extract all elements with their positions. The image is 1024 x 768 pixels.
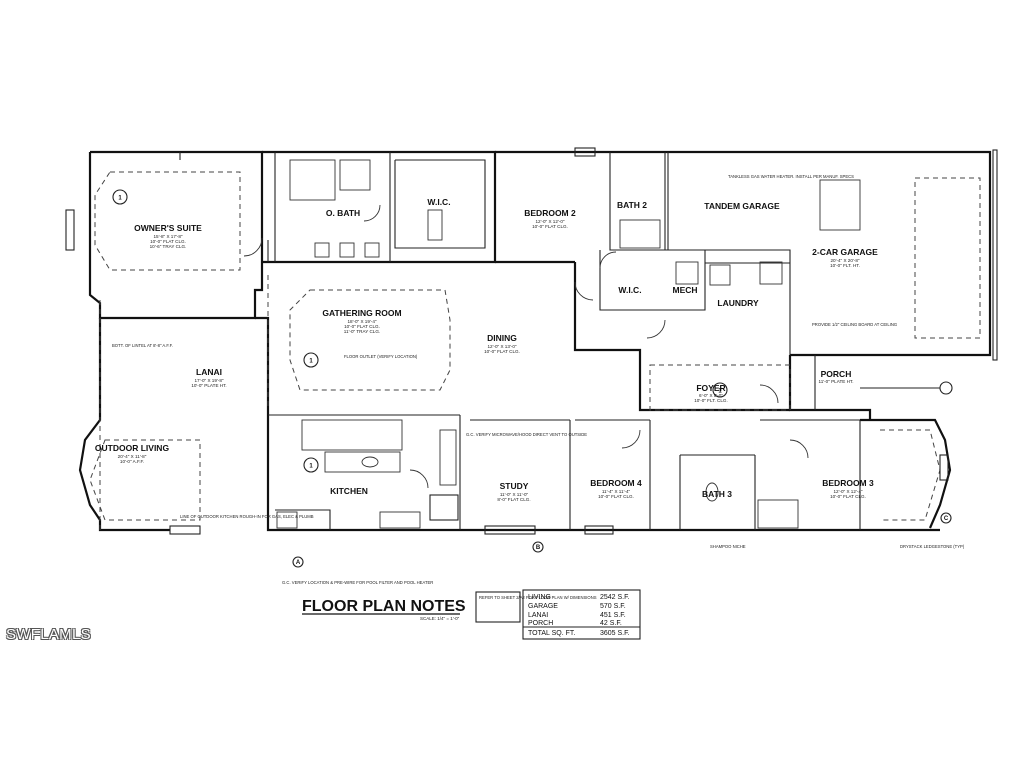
area-label-lanai: LANAI xyxy=(528,612,548,619)
microwave-note: G.C. VERIFY MICROWAVE/HOOD DIRECT VENT T… xyxy=(466,432,587,437)
windows xyxy=(65,147,949,535)
area-value-porch: 42 S.F. xyxy=(600,620,622,627)
area-label-living: LIVING xyxy=(528,594,551,601)
bedroom3-label: BEDROOM 3 xyxy=(822,478,874,488)
svg-text:10'-0" FLAT CLG.: 10'-0" FLAT CLG. xyxy=(484,349,520,354)
scale-text: SCALE: 1/4" = 1'-0" xyxy=(420,616,460,621)
area-value-lanai: 451 S.F. xyxy=(600,612,626,619)
floor-plan-title: FLOOR PLAN NOTES xyxy=(302,598,466,615)
svg-text:10'-0" FLAT CLG.: 10'-0" FLAT CLG. xyxy=(830,494,866,499)
area-total-label: TOTAL SQ. FT. xyxy=(528,630,575,637)
svg-text:20'-4" X 11'-8": 20'-4" X 11'-8" xyxy=(118,454,147,459)
lintel-note: BOTT. OF LINTEL AT 8'-8" A.F.F. xyxy=(112,343,173,348)
svg-text:10'-0" FLAT CLG.: 10'-0" FLAT CLG. xyxy=(150,239,186,244)
wic2-label: W.I.C. xyxy=(618,285,641,295)
tankless-note: TANKLESS GAS WATER HEATER. INSTALL PER M… xyxy=(728,174,854,179)
watermark-logo: SWFLAMLS xyxy=(6,626,91,643)
svg-text:10'-0" FLT. HT.: 10'-0" FLT. HT. xyxy=(830,263,860,268)
tandem-garage-label: TANDEM GARAGE xyxy=(704,201,780,211)
mech-label: MECH xyxy=(672,285,697,295)
bedroom2-label: BEDROOM 2 xyxy=(524,208,576,218)
room-labels: OWNER'S SUITE 15'-8" X 17'-8" 10'-0" FLA… xyxy=(95,197,878,502)
svg-text:10'-0" FLAT CLG.: 10'-0" FLAT CLG. xyxy=(344,324,380,329)
svg-text:12'-0" X 12'-4": 12'-0" X 12'-4" xyxy=(833,489,862,494)
door-swings xyxy=(243,204,809,489)
marker-a: A xyxy=(296,560,301,566)
bath3-label: BATH 3 xyxy=(702,489,732,499)
svg-text:17'-0" X 19'-8": 17'-0" X 19'-8" xyxy=(194,378,223,383)
dining-label: DINING xyxy=(487,333,517,343)
svg-text:11'-0" PLATE HT.: 11'-0" PLATE HT. xyxy=(818,379,853,384)
pool-note: G.C. VERIFY LOCATION & PRE-WIRE FOR POOL… xyxy=(282,580,433,585)
o-bath-label: O. BATH xyxy=(326,208,360,218)
svg-text:6'-0" X 8'-0": 6'-0" X 8'-0" xyxy=(699,393,723,398)
lanai-label: LANAI xyxy=(196,367,222,377)
svg-text:12'-0" X 13'-0": 12'-0" X 13'-0" xyxy=(487,344,516,349)
svg-text:18'-0" X 19'-4": 18'-0" X 19'-4" xyxy=(347,319,376,324)
floor-outlet-note: FLOOR OUTLET (VERIFY LOCATION) xyxy=(344,354,418,359)
svg-text:10'-0" PLATE HT.: 10'-0" PLATE HT. xyxy=(191,383,226,388)
svg-text:11'-0" TRAY CLG.: 11'-0" TRAY CLG. xyxy=(344,329,380,334)
svg-text:10'-0" FLT. CLG.: 10'-0" FLT. CLG. xyxy=(694,398,728,403)
svg-text:10'-0" FLAT CLG.: 10'-0" FLAT CLG. xyxy=(532,224,568,229)
foyer-label: FOYER xyxy=(696,383,725,393)
bedroom4-label: BEDROOM 4 xyxy=(590,478,642,488)
marker-1-owner: 1 xyxy=(118,196,122,202)
svg-text:15'-8" X 17'-8": 15'-8" X 17'-8" xyxy=(153,234,182,239)
svg-text:20'-4" X 20'-8": 20'-4" X 20'-8" xyxy=(830,258,859,263)
svg-text:10'-6" TRAY CLG.: 10'-6" TRAY CLG. xyxy=(150,244,187,249)
refer-note: REFER TO SHEET 2/A2 FOR FLOOR PLAN W/ DI… xyxy=(479,595,597,600)
marker-1-gathering: 1 xyxy=(309,359,313,365)
section-markers: 1 1 1 1 A B C xyxy=(112,189,953,568)
outdoor-kitchen-note: LINE OF OUTDOOR KITCHEN ROUGH-IN FOR GAS… xyxy=(180,514,314,519)
marker-1-foyer: 1 xyxy=(718,389,722,395)
marker-b: B xyxy=(536,545,541,551)
gathering-room-label: GATHERING ROOM xyxy=(322,308,401,318)
two-car-garage-label: 2-CAR GARAGE xyxy=(812,247,878,257)
drystack-note: DRYSTACK LEDGESTONE (TYP) xyxy=(900,544,965,549)
shampoo-note: SHAMPOO NICHE xyxy=(710,544,746,549)
marker-1-kitchen: 1 xyxy=(309,464,313,470)
svg-text:10'-0" FLAT CLG.: 10'-0" FLAT CLG. xyxy=(598,494,634,499)
area-label-porch: PORCH xyxy=(528,620,553,627)
wic-owner-label: W.I.C. xyxy=(427,197,450,207)
area-table: LIVING 2542 S.F. GARAGE 570 S.F. LANAI 4… xyxy=(522,589,641,640)
svg-text:12'-0" X 12'-0": 12'-0" X 12'-0" xyxy=(535,219,564,224)
svg-text:10'-0" A.F.F.: 10'-0" A.F.F. xyxy=(120,459,144,464)
bath2-label: BATH 2 xyxy=(617,200,647,210)
ceiling-board-note: PROVIDE 1/2" CEILING BOARD AT CEILING xyxy=(812,322,897,327)
marker-c: C xyxy=(944,516,949,522)
kitchen-label: KITCHEN xyxy=(330,486,368,496)
porch-label: PORCH xyxy=(821,369,852,379)
study-label: STUDY xyxy=(500,481,529,491)
ceiling-lines xyxy=(89,171,981,530)
outdoor-living-label: OUTDOOR LIVING xyxy=(95,443,170,453)
plan-notes: TANKLESS GAS WATER HEATER. INSTALL PER M… xyxy=(112,174,965,585)
area-label-garage: GARAGE xyxy=(528,603,558,610)
laundry-label: LAUNDRY xyxy=(717,298,759,308)
fixtures xyxy=(276,159,861,529)
area-value-garage: 570 S.F. xyxy=(600,603,626,610)
svg-text:8'-0" FLAT CLG.: 8'-0" FLAT CLG. xyxy=(497,497,530,502)
area-total-value: 3605 S.F. xyxy=(600,630,630,637)
interior-walls xyxy=(179,152,861,530)
svg-text:11'-0" X 11'-0": 11'-0" X 11'-0" xyxy=(500,492,529,497)
owners-suite-label: OWNER'S SUITE xyxy=(134,223,202,233)
svg-text:11'-4" X 11'-4": 11'-4" X 11'-4" xyxy=(602,489,631,494)
area-value-living: 2542 S.F. xyxy=(600,594,630,601)
title-block: FLOOR PLAN NOTES SCALE: 1/4" = 1'-0" REF… xyxy=(302,591,597,623)
